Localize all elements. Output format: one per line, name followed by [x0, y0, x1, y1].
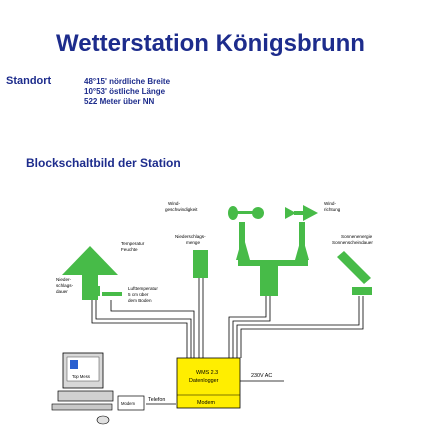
label-precip-amount-2: menge — [186, 240, 200, 245]
solar-sensor-icon — [337, 251, 372, 295]
wind-direction-sensor-icon — [285, 205, 318, 221]
label-screen: Top Mess — [72, 374, 90, 379]
label-humidity: Feuchte — [121, 247, 138, 252]
label-wind-speed-2: geschwindigkeit — [165, 207, 198, 212]
precipitation-gauge-icon — [193, 250, 208, 278]
label-logger-name: Datenlogger — [189, 378, 219, 384]
label-precip-duration-2: schlags- — [56, 283, 74, 288]
label-power: 230V AC — [251, 373, 272, 379]
longitude-text: 10°53' östliche Länge — [84, 87, 166, 96]
wind-speed-sensor-icon — [228, 206, 264, 220]
wind-mast-icon — [236, 222, 309, 296]
altitude-text: 522 Meter über NN — [84, 97, 155, 106]
section-heading: Blockschaltbild der Station — [26, 156, 181, 170]
page-title: Wetterstation Königsbrunn — [56, 30, 365, 57]
label-phone: Telefon — [148, 397, 165, 403]
diagram-labels: Wind- geschwindigkeit Wind- richtung Nie… — [56, 201, 373, 406]
standort-coordinates: 48°15' nördliche Breite 10°53' östliche … — [84, 77, 170, 107]
label-pc-modem: Modem — [121, 401, 135, 406]
label-temperature: Temperatur — [121, 241, 145, 246]
label-air-temp-1: Lufttemperatur — [128, 286, 158, 291]
label-solar-2: Sonnenscheindauer — [332, 240, 373, 245]
label-wind-dir-1: Wind- — [324, 201, 336, 206]
precipitation-duration-icon — [88, 286, 100, 296]
label-logger-model: WMS 2.3 — [196, 370, 218, 376]
label-wind-speed-1: Wind- — [168, 201, 180, 206]
datalogger-box — [176, 357, 241, 409]
label-air-temp-3: dem Boden — [128, 298, 152, 303]
label-wind-dir-2: richtung — [324, 207, 341, 212]
standort-label: Standort — [6, 75, 52, 87]
label-solar-1: Sonnenenergie — [341, 234, 373, 239]
air-temperature-sensor-icon — [102, 292, 122, 296]
label-precip-amount-1: Niederschlags- — [175, 234, 206, 239]
label-precip-duration-3: dauer — [56, 289, 68, 294]
computer-icon — [51, 352, 145, 425]
label-logger-modem: Modem — [197, 400, 215, 406]
temperature-hut-icon — [62, 246, 118, 300]
label-air-temp-2: 5 cm über — [128, 292, 149, 297]
label-precip-duration-1: Nieder- — [56, 277, 72, 282]
latitude-text: 48°15' nördliche Breite — [84, 77, 171, 86]
connection-lines — [91, 277, 364, 405]
